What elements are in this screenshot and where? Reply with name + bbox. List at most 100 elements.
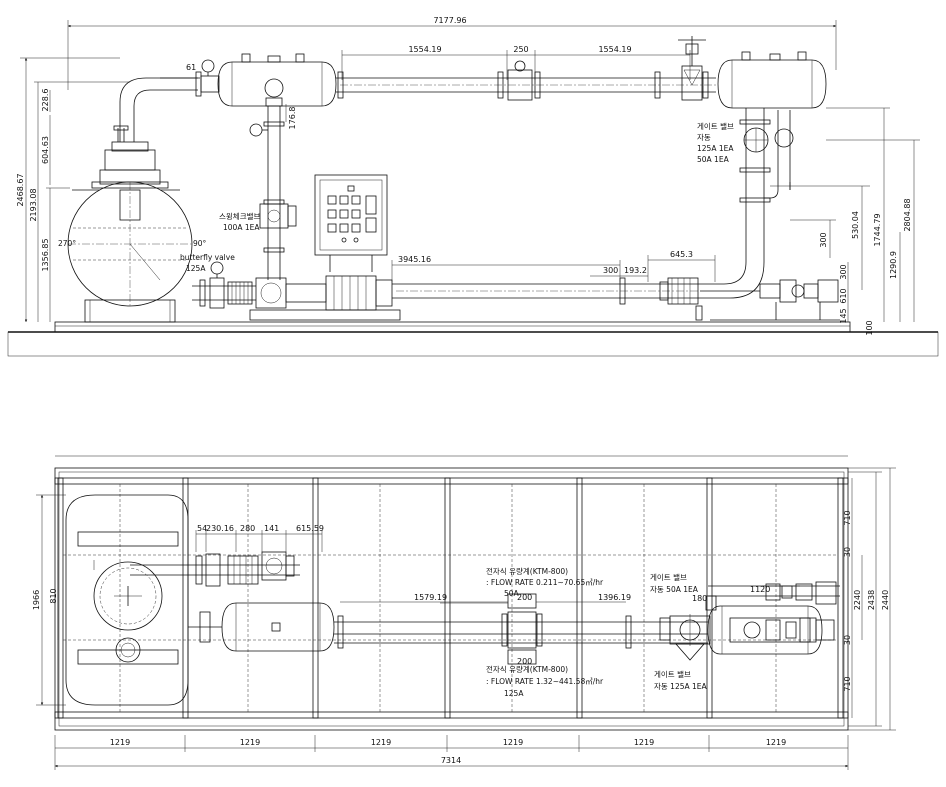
- bay-width-6: 1219: [766, 738, 786, 747]
- dim-710a-label: 710: [843, 510, 852, 525]
- dim-300b-label: 300: [819, 232, 828, 247]
- top-gate-valve: [678, 36, 706, 101]
- dim-200a-label: 200: [517, 593, 532, 602]
- dim-180-label: 180: [692, 594, 707, 603]
- svg-text:270°: 270°: [58, 239, 76, 248]
- pipe-run-dimensions: 1554.19 250 1554.19: [341, 45, 691, 80]
- plan-overall-length: 7314: [441, 756, 461, 765]
- offset-61-label: 61: [186, 63, 196, 72]
- plan-lower-pipes: [188, 602, 708, 652]
- header-tank-right: [717, 51, 827, 109]
- plan-right-dimensions: 710 30 30 710 2240 2438 2440: [843, 467, 896, 731]
- right-drop-pipe: [700, 108, 794, 299]
- flowmeter-top-title: 전자식 유량계(KTM-800): [486, 566, 568, 576]
- tank-plan: [65, 494, 189, 706]
- bay-width-2: 1219: [240, 738, 260, 747]
- dim-228-label: 228.6: [41, 89, 50, 112]
- butterfly-valve-spec: 125A: [186, 264, 206, 273]
- overall-length-dimension: 7177.96: [67, 16, 837, 90]
- dim-300c-label: 300: [839, 264, 848, 279]
- top-pipe-run: [336, 60, 716, 101]
- dim-1744-label: 1744.79: [873, 213, 882, 246]
- dim-54-label: 54: [197, 524, 207, 533]
- dim-2438-label: 2438: [867, 590, 876, 610]
- flowmeter-bot-title: 전자식 유량계(KTM-800): [486, 664, 568, 674]
- flowmeter-bot-size: 125A: [504, 689, 524, 698]
- dim-615-label: 615.59: [296, 524, 324, 533]
- overall-length-label: 7177.96: [433, 16, 466, 25]
- plan-valve-cluster: 1120 180 게이트 밸브 자동 50A 1EA 게이트 밸브 자동 125…: [650, 572, 840, 691]
- elevation-view: 7177.96 1554.19 250 1554.19 2468.67 2193…: [7, 16, 939, 357]
- butterfly-valve-label: butterfly valve: [180, 253, 235, 262]
- tank-riser-pipe: 61: [119, 59, 220, 142]
- gate-top-label: 게이트 밸브: [650, 572, 687, 582]
- skid-frame: [54, 467, 849, 731]
- dim-145-label: 145: [839, 308, 848, 323]
- plan-upper-pipes: [130, 551, 300, 587]
- gate-bot-label: 게이트 밸브: [654, 669, 691, 679]
- right-gate-valve-note: 게이트 밸브 자동 125A 1EA 50A 1EA: [697, 121, 734, 164]
- discharge-dimensions: 3945.16 300 193.2 645.3: [391, 250, 716, 282]
- plan-left-dimensions: 1966 810: [32, 494, 66, 706]
- dim-230-label: 230.16: [206, 524, 234, 533]
- gate-top-spec: 자동 50A 1EA: [650, 585, 699, 594]
- dim-530-label: 530.04: [851, 211, 860, 239]
- dim-810-label: 810: [49, 588, 58, 603]
- base-skid: [54, 321, 851, 333]
- dim-2468-label: 2468.67: [16, 173, 25, 206]
- dim-1396-label: 1396.19: [598, 593, 631, 602]
- dim-176-label: 176.8: [288, 107, 297, 130]
- dim-610-label: 610: [839, 288, 848, 303]
- bay-width-3: 1219: [371, 738, 391, 747]
- pipe-gap-label: 250: [513, 45, 528, 54]
- dim-300a-label: 300: [603, 266, 618, 275]
- pump-motor-assembly: [249, 275, 401, 321]
- discharge-line: [392, 277, 840, 321]
- hot-water-tank: 270° 90°: [58, 125, 207, 323]
- dim-2240-label: 2240: [853, 590, 862, 610]
- check-valve-label: 스윙체크밸브: [219, 211, 260, 221]
- dim-1290-label: 1290.9: [889, 251, 898, 279]
- dim-193-label: 193.2: [624, 266, 647, 275]
- dim-604-label: 604.63: [41, 136, 50, 164]
- dim-280-label: 280: [240, 524, 255, 533]
- flowmeter-bot-rate: : FLOW RATE 1.32~441.58㎥/hr: [486, 677, 604, 686]
- gate-valve-50: 50A 1EA: [697, 155, 730, 164]
- pipe-seg-right-label: 1554.19: [598, 45, 631, 54]
- dim-30a-label: 30: [843, 547, 852, 557]
- gate-valve-125: 125A 1EA: [697, 144, 734, 153]
- bay-width-5: 1219: [634, 738, 654, 747]
- plan-view: 54 230.16 280 141 615.59: [32, 455, 896, 770]
- right-height-dimensions: 300 530.04 1744.79 1290.9 2804.88 300 61…: [770, 107, 920, 336]
- dim-1120-label: 1120: [750, 585, 770, 594]
- svg-text:90°: 90°: [193, 239, 207, 248]
- flowmeter-top-size: 50A: [504, 589, 520, 598]
- dim-200b-label: 200: [517, 657, 532, 666]
- bay-width-4: 1219: [503, 738, 523, 747]
- suction-line: butterfly valve 125A: [180, 253, 256, 309]
- dim-2804-label: 2804.88: [903, 198, 912, 231]
- dim-710b-label: 710: [843, 676, 852, 691]
- skid-cross-members: [57, 477, 844, 719]
- plan-flowmeters: 전자식 유량계(KTM-800) : FLOW RATE 0.211~70.65…: [340, 566, 631, 698]
- dim-100-label: 100: [865, 320, 874, 335]
- pipe-seg-left-label: 1554.19: [408, 45, 441, 54]
- header-tank-left: [217, 53, 337, 107]
- dim-3945-label: 3945.16: [398, 255, 431, 264]
- bay-width-1: 1219: [110, 738, 130, 747]
- flowmeter-top-rate: : FLOW RATE 0.211~70.65㎥/hr: [486, 578, 604, 587]
- dim-1966-label: 1966: [32, 590, 41, 610]
- dim-2193-label: 2193.08: [29, 188, 38, 221]
- left-height-dimensions: 2468.67 2193.08 1356.85 228.6 604.63: [16, 57, 130, 322]
- left-vertical-pipe: 176.8 스윙체크밸브 100A 1EA: [219, 78, 297, 280]
- ground-gravel: [7, 331, 939, 357]
- gate-valve-auto: 자동: [697, 133, 711, 142]
- plan-upper-dimensions: 54 230.16 280 141 615.59: [195, 524, 324, 552]
- dim-1579-label: 1579.19: [414, 593, 447, 602]
- dim-30b-label: 30: [843, 635, 852, 645]
- dim-1356-label: 1356.85: [41, 238, 50, 271]
- gate-valve-label: 게이트 밸브: [697, 121, 734, 131]
- gate-bot-spec: 자동 125A 1EA: [654, 682, 708, 691]
